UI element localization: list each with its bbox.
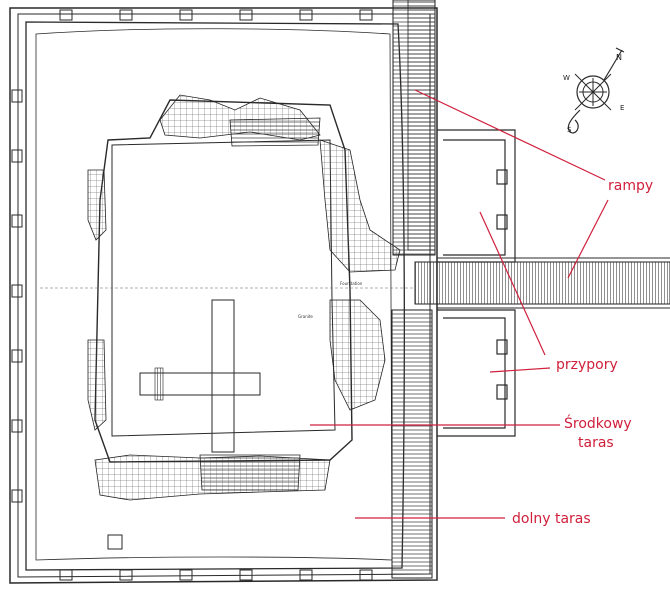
- wall-niches: [11, 9, 373, 581]
- causeway: [414, 257, 670, 309]
- east-buttresses: [437, 129, 516, 437]
- annotation-leaders: [310, 89, 609, 519]
- compass-rose-icon: N W E S: [563, 47, 624, 134]
- label-dolny-taras: dolny taras: [512, 511, 591, 527]
- compass-north-label: N: [616, 53, 622, 62]
- label-przypory: przypory: [556, 357, 618, 373]
- note-foundation: Foundation: [340, 281, 363, 286]
- compass-east-label: E: [620, 104, 624, 112]
- label-srodkowy-taras-line1: Środkowy: [564, 414, 632, 432]
- compass-south-label: S: [567, 126, 572, 134]
- lower-terrace-outline: [9, 7, 438, 584]
- east-ramps: [391, 0, 436, 579]
- label-srodkowy-taras-line2: taras: [578, 435, 614, 451]
- label-rampy: rampy: [608, 178, 653, 194]
- ruin-masonry: [87, 94, 401, 501]
- compass-west-label: W: [563, 74, 570, 82]
- middle-terrace: [94, 99, 353, 463]
- note-granite: Granite: [298, 314, 313, 319]
